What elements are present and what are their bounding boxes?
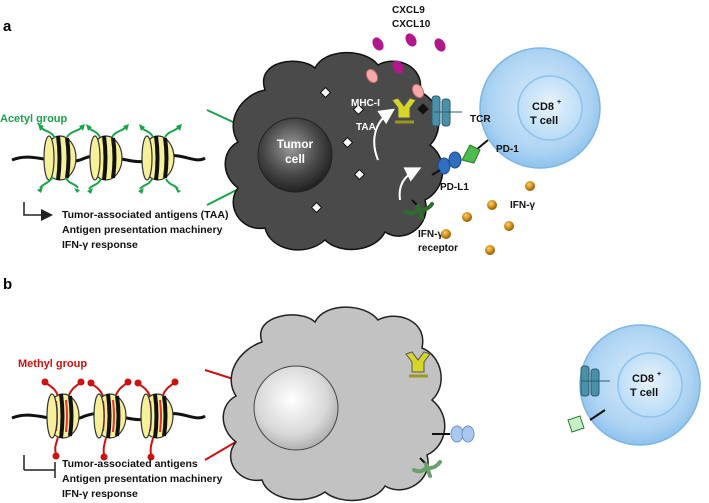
cxcl9-label: CXCL9 [392,5,425,16]
pd1-receptor-b [567,409,606,433]
chemokines [365,33,446,99]
cd8-superscript-b: + [657,371,661,378]
upregulation-arrow [398,167,422,201]
mhc-label: MHC-I [351,98,380,109]
cd8-label-a: CD8 [532,101,554,113]
tumor-nucleus-b [253,365,339,451]
tcr-receptor-b [580,365,610,397]
panel-b-label: b [3,276,12,293]
cd8-superscript-a: + [557,99,561,106]
acetyl-group-label: Acetyl group [0,113,68,125]
outcome-ifng-response: IFN-γ response [62,239,138,251]
ifng-receptor-b [412,457,442,478]
t-cell-nucleus-b [617,352,683,418]
tumor-cell-label-line1: Tumor [277,137,314,151]
ifng-receptor-label-2: receptor [418,243,458,254]
ifng-receptor-label-1: IFN-γ [418,229,443,240]
pdl1-label: PD-L1 [440,182,469,193]
ifng-label: IFN-γ [510,200,535,211]
cxcl10-label: CXCL10 [392,19,431,30]
ifng-molecules [441,181,535,255]
panel-a-label: a [3,18,12,35]
tumor-nucleus-a [257,117,333,193]
t-cell-label-a: T cell [530,115,558,127]
pdl1-ligand-b [432,425,475,443]
tumor-cell-a [224,51,444,251]
ifng-receptor-a [404,199,434,220]
presentation-arrow [373,108,395,161]
mhc-i-receptor [391,97,417,124]
outcome-antigen-presentation-b: Antigen presentation machinery [62,473,223,485]
methyl-group-label: Methyl group [18,358,87,370]
activation-arrow [23,202,53,221]
pdl1-ligand [431,151,462,176]
outcome-antigen-presentation: Antigen presentation machinery [62,224,223,236]
chromatin-acetylated [11,124,206,194]
tcr-label: TCR [470,114,491,125]
outcome-taa: Tumor-associated antigens (TAA) [62,209,228,221]
mhc-i-receptor-b [405,351,431,378]
cd8-label-b: CD8 [632,373,654,385]
tumor-cell-label-line2: cell [285,152,305,166]
taa-label: TAA [356,122,376,133]
pd1-label: PD-1 [496,144,519,155]
pd1-receptor [461,144,481,164]
tcr-receptor [431,95,462,127]
repression-bar [24,462,56,478]
chromatin-methylated [11,378,206,461]
t-cell-label-b: T cell [630,387,658,399]
outcome-ifng-response-b: IFN-γ response [62,488,138,500]
outcome-taa-b: Tumor-associated antigens [62,458,198,470]
taa-diamonds [310,86,366,214]
t-cell-nucleus-a [517,75,583,141]
